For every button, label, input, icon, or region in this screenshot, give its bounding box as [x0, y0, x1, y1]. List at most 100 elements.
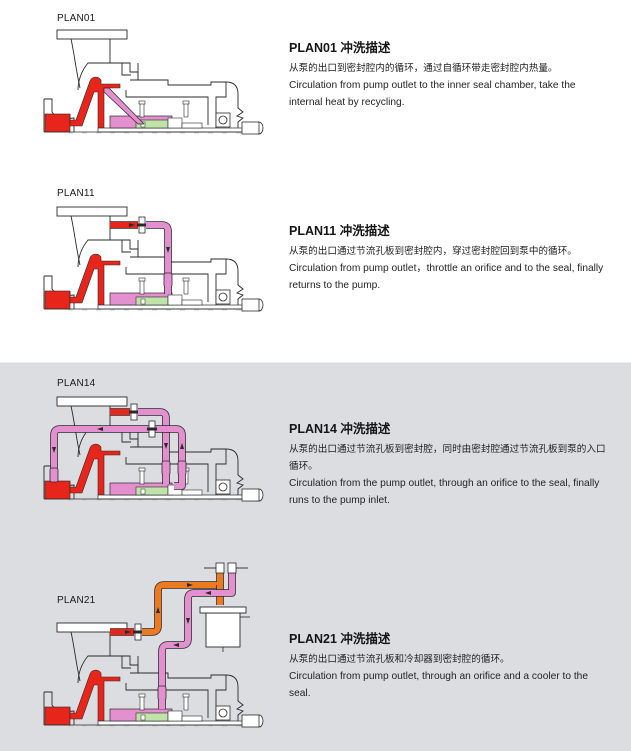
flow-arrow-1 — [97, 427, 103, 431]
flow-arrow-4 — [205, 591, 211, 595]
plan01-description-cn: 从泵的出口到密封腔内的循环，通过自循环带走密封腔内热量。 — [289, 63, 558, 74]
flow-arrow-3 — [187, 583, 193, 587]
plan21-diagram: PLAN21 — [38, 555, 270, 751]
plan14-description-en: Circulation from the pump outlet, throug… — [289, 478, 600, 506]
flow-arrow-4 — [180, 443, 184, 449]
plan01-description: PLAN01 冲洗描述 从泵的出口到密封腔内的循环，通过自循环带走密封腔内热量。… — [289, 37, 609, 111]
suction-fluid — [44, 480, 71, 500]
housing-outline — [121, 63, 227, 128]
sleeve-collar — [181, 299, 203, 306]
casing-curve — [77, 239, 110, 268]
plan21-description-en: Circulation from pump outlet, through an… — [289, 671, 588, 699]
plan14-description: PLAN14 冲洗描述 从泵的出口通过节流孔板到密封腔，同时由密封腔通过节流孔板… — [289, 418, 609, 509]
plan14-diagram: PLAN14 — [38, 370, 270, 520]
cooled-flush-line — [159, 573, 235, 690]
gland-nut-2 — [182, 693, 190, 698]
seal-spring — [140, 714, 146, 721]
plan21-description-cn: 从泵的出口通过节流孔板和冷却器到密封腔的循环。 — [289, 654, 510, 665]
seal-inlet-fitting — [163, 272, 173, 288]
flush-line-outline — [146, 221, 172, 277]
discharge-flange — [56, 622, 128, 633]
gland-stud-1 — [139, 102, 145, 118]
flow-arrow-5 — [186, 618, 190, 624]
seal-chamber-outline — [125, 90, 209, 125]
gland-stud-1 — [139, 279, 145, 295]
seal-spring — [140, 488, 146, 495]
plan14-description-cn: 从泵的出口通过节流孔板到密封腔，同时由密封腔通过节流孔板到泵的入口循环。 — [289, 444, 606, 472]
plan11-title: PLAN11 冲洗描述 — [289, 224, 390, 238]
suction-fluid — [44, 113, 71, 133]
plan21-title: PLAN21 冲洗描述 — [289, 632, 391, 646]
plan14-diagram-label: PLAN14 — [57, 378, 96, 389]
bearing-ball — [218, 115, 228, 125]
gland-nut-2 — [182, 100, 190, 105]
gland-nut-1 — [138, 467, 146, 472]
casing-curve — [77, 655, 110, 684]
gland-stud-2 — [183, 695, 189, 711]
flow-arrow-3 — [164, 443, 168, 449]
sleeve-collar — [181, 122, 203, 129]
discharge-flange — [56, 396, 128, 407]
shaft — [97, 494, 249, 500]
housing-outline — [121, 656, 227, 721]
bearing-housing-outline — [225, 448, 244, 499]
gland-plate — [167, 710, 183, 722]
coupling — [241, 298, 260, 312]
top-section-background — [0, 0, 631, 362]
housing-outline — [121, 430, 227, 495]
plan11-diagram-label: PLAN11 — [57, 188, 95, 199]
seal-inlet-fitting — [161, 460, 171, 476]
return-to-suction-line — [51, 426, 185, 472]
sleeve-collar — [181, 715, 203, 722]
flush-supply-line — [138, 409, 169, 465]
gland-stud-2 — [183, 279, 189, 295]
pump-body — [43, 622, 264, 728]
orifice-plate-1-bolt — [129, 410, 139, 414]
orifice-plate-2-bolt — [147, 427, 157, 431]
plan01-diagram-label: PLAN01 — [57, 13, 96, 24]
coupling — [241, 121, 260, 135]
cooler-flange — [199, 606, 247, 614]
flow-arrow-2 — [166, 247, 170, 253]
flush-supply-line-outline — [138, 408, 170, 465]
pump-body — [43, 396, 264, 502]
plan11-diagram: PLAN11 — [38, 180, 270, 330]
suction-return-fitting — [49, 467, 59, 483]
pump-body — [43, 29, 264, 135]
coupling — [241, 714, 260, 728]
gland-stud-1 — [139, 469, 145, 485]
hot-line-to-cooler — [142, 573, 223, 635]
gland-plate — [167, 294, 183, 306]
plan01-description-en: Circulation from pump outlet to the inne… — [289, 80, 576, 108]
orifice-plate-bolt — [137, 223, 147, 227]
volute-neck — [70, 38, 139, 89]
plan21-diagram-label: PLAN21 — [57, 595, 96, 606]
plan21-pump-seal-diagram — [43, 562, 264, 728]
coupling — [241, 488, 260, 502]
bearing-ball — [218, 292, 228, 302]
plan14-title: PLAN14 冲洗描述 — [289, 422, 391, 436]
plan11-pump-seal-diagram — [43, 206, 264, 312]
plan01-title: PLAN01 冲洗描述 — [289, 41, 391, 55]
discharge-flange — [56, 206, 128, 217]
shaft — [97, 304, 249, 310]
volute-neck — [70, 631, 139, 682]
plan11-description: PLAN11 冲洗描述 从泵的出口通过节流孔板到密封腔内，穿过密封腔回到泵中的循… — [289, 220, 609, 294]
bearing-housing-outline — [225, 81, 244, 132]
sleeve-collar — [181, 489, 203, 496]
section-divider — [0, 362, 631, 363]
return-rise — [174, 474, 185, 489]
gland-nut-2 — [182, 277, 190, 282]
flow-arrow-2 — [156, 607, 160, 613]
plan01-diagram: PLAN01 — [38, 0, 270, 160]
gland-plate — [167, 117, 183, 129]
internal-flush-passage — [103, 87, 145, 125]
suction-fluid — [44, 290, 71, 310]
flow-arrow-1 — [129, 223, 135, 227]
impeller-fluid-passage — [69, 76, 121, 129]
plan11-description-cn: 从泵的出口通过节流孔板到密封腔内，穿过密封腔回到泵中的循环。 — [289, 246, 577, 257]
plan01-pump-seal-diagram — [43, 29, 264, 135]
bearing-housing-outline — [225, 258, 244, 309]
flow-arrow-6 — [173, 643, 179, 647]
pump-body — [43, 206, 264, 312]
